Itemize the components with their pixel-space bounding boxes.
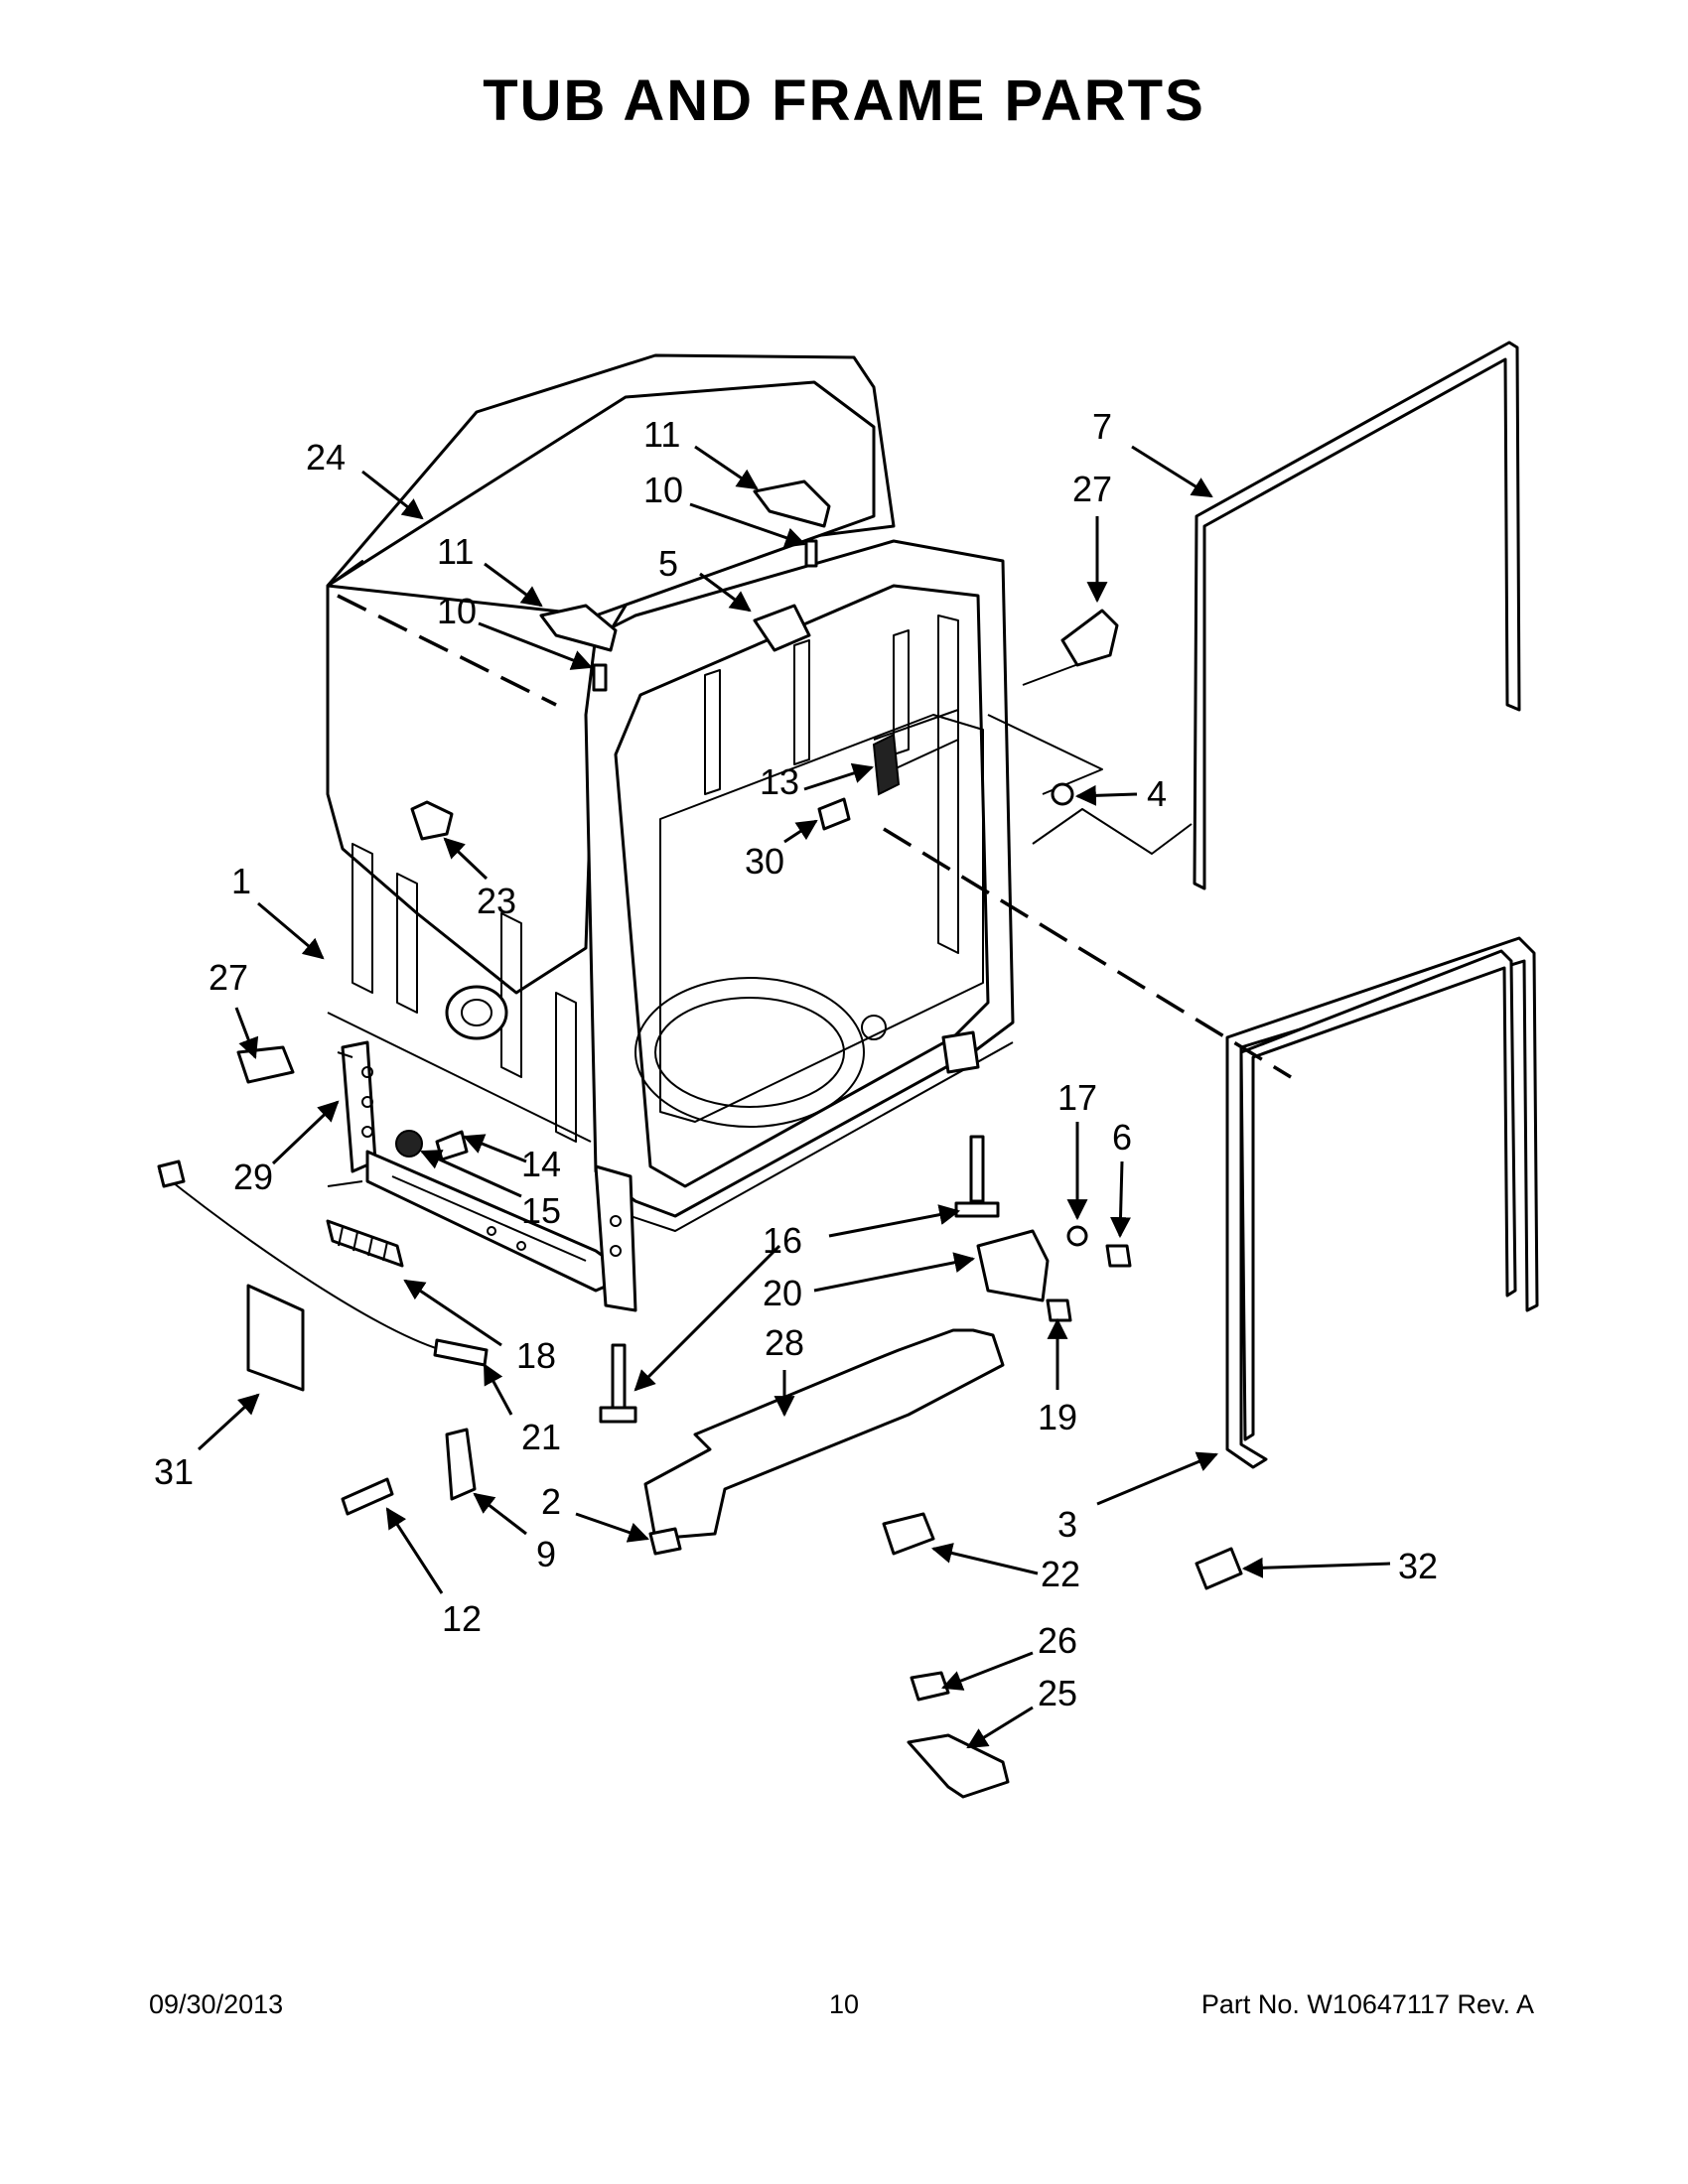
callout-21: 21 — [521, 1417, 561, 1457]
leveling-leg-part — [611, 1343, 627, 1412]
callout-27: 27 — [209, 957, 248, 998]
cable-part — [158, 1170, 443, 1351]
callout-16: 16 — [763, 1220, 802, 1261]
callout-6: 6 — [1112, 1117, 1132, 1158]
leveling-leg-part — [969, 1135, 985, 1203]
footer-part-number: Part No. W10647117 Rev. A — [1200, 1989, 1534, 2019]
callout-10: 10 — [437, 591, 477, 631]
clip-part — [882, 1512, 935, 1556]
callout-26: 26 — [1038, 1620, 1077, 1661]
footer-date: 09/30/2013 — [149, 1989, 284, 2019]
callout-2: 2 — [541, 1481, 561, 1522]
callout-11: 11 — [437, 531, 474, 572]
sensor-bracket-part — [907, 1733, 1010, 1799]
clip-part — [1195, 1547, 1243, 1590]
callout-10: 10 — [643, 470, 683, 510]
wiring-sheet-part — [246, 1284, 305, 1392]
roller-part — [395, 1130, 423, 1158]
callout-11: 11 — [643, 414, 680, 455]
callout-15: 15 — [521, 1190, 561, 1231]
callout-12: 12 — [442, 1598, 482, 1639]
strike-bracket-part — [1060, 609, 1119, 667]
callout-20: 20 — [763, 1273, 802, 1313]
callout-4: 4 — [1147, 773, 1167, 814]
bumper-part — [410, 800, 454, 841]
callout-7: 7 — [1092, 406, 1112, 447]
callout-27: 27 — [1072, 469, 1112, 509]
callout-13: 13 — [760, 761, 799, 802]
leader-lines — [197, 445, 1391, 1749]
callout-22: 22 — [1041, 1554, 1080, 1594]
base-frame — [341, 1030, 980, 1312]
callout-1: 1 — [231, 861, 251, 901]
callout-28: 28 — [765, 1322, 804, 1363]
strike-bracket-part — [236, 1045, 295, 1084]
callout-labels: 24 11 10 11 10 5 7 27 4 13 30 23 1 27 29… — [154, 406, 1438, 1713]
sensor-part — [910, 1671, 950, 1702]
door-gasket-top — [1193, 341, 1521, 890]
callout-5: 5 — [658, 543, 678, 584]
callout-30: 30 — [745, 841, 784, 882]
callout-3: 3 — [1057, 1504, 1077, 1545]
callout-32: 32 — [1398, 1546, 1438, 1586]
callout-29: 29 — [233, 1157, 273, 1197]
tub-assembly — [326, 353, 1015, 1232]
callout-9: 9 — [536, 1534, 556, 1574]
hinge-bracket-part — [539, 604, 618, 652]
foot-part — [648, 1527, 682, 1556]
callout-24: 24 — [306, 437, 346, 478]
bracket-part — [445, 1428, 477, 1501]
vent-part — [872, 733, 901, 796]
leg-bracket-part — [976, 1229, 1050, 1302]
hinge-bracket-part — [753, 479, 831, 528]
door-gasket-bottom — [1225, 936, 1539, 1469]
page-title: TUB AND FRAME PARTS — [483, 68, 1205, 133]
callout-25: 25 — [1038, 1673, 1077, 1713]
callout-23: 23 — [477, 881, 516, 921]
callout-17: 17 — [1057, 1077, 1097, 1118]
callout-31: 31 — [154, 1451, 194, 1492]
toe-panel-part — [643, 1328, 1005, 1541]
callout-14: 14 — [521, 1144, 561, 1184]
spring-part — [326, 1219, 404, 1268]
footer-page-number: 10 — [828, 1989, 860, 2019]
callout-19: 19 — [1038, 1397, 1077, 1437]
callout-18: 18 — [516, 1335, 556, 1376]
